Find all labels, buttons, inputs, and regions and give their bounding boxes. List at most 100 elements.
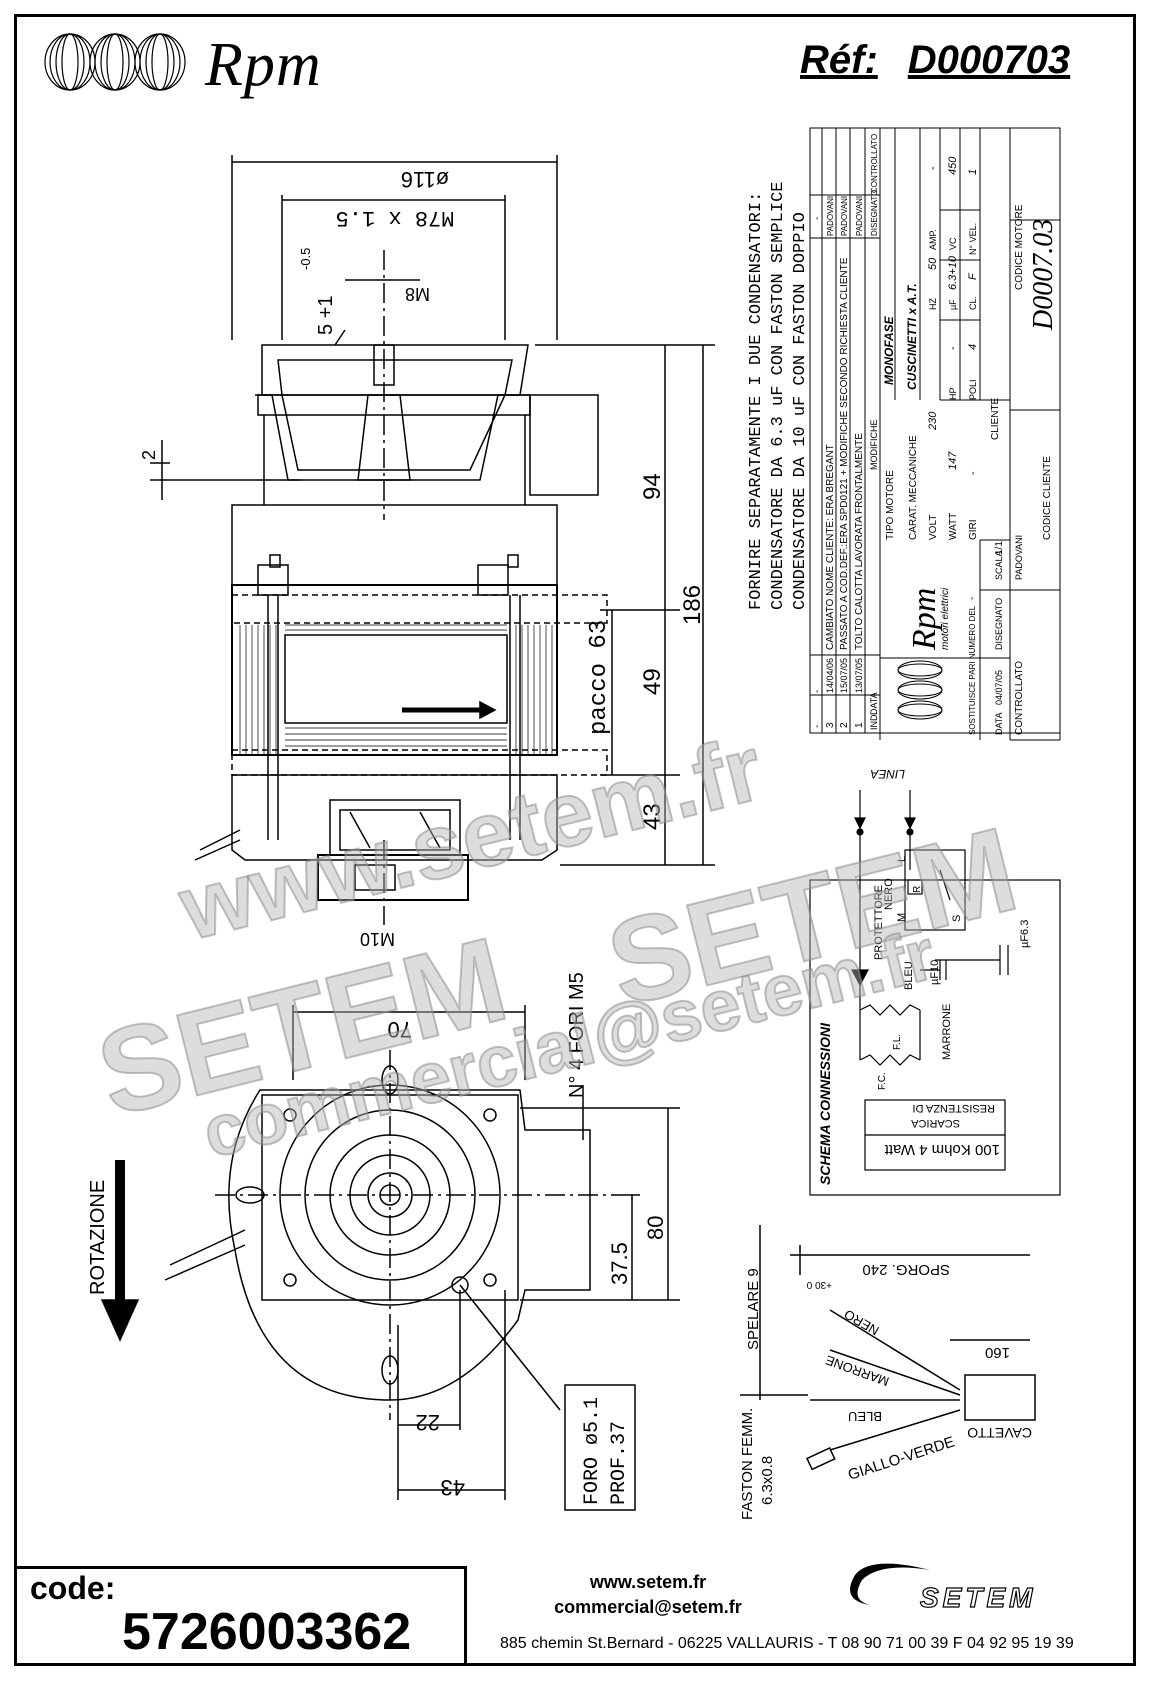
mod-ind: IND. bbox=[869, 712, 879, 730]
tb-scala: 1/1 bbox=[994, 541, 1005, 555]
mod-dash-2: - bbox=[812, 690, 823, 693]
dim-80: 80 bbox=[643, 1216, 668, 1240]
tb-tipo: MONOFASE bbox=[882, 315, 896, 385]
tb-codice-motore: D0007.03 bbox=[1028, 219, 1059, 331]
tb-codice-motore-label: CODICE MOTORE bbox=[1014, 204, 1025, 290]
website-link[interactable]: www.setem.fr bbox=[589, 1572, 707, 1592]
mod-row2-date: 15/07/05 bbox=[839, 658, 849, 693]
mod-data: DATA bbox=[869, 692, 879, 715]
rpm-logo-text: Rpm bbox=[205, 31, 322, 99]
rpm-small-logo-icon bbox=[897, 660, 943, 720]
reference: Réf: D000703 bbox=[800, 38, 1070, 83]
cable-spelare: SPELARE 9 bbox=[745, 1268, 762, 1350]
schema-bleu: BLEU bbox=[903, 961, 915, 990]
cable-160: 160 bbox=[985, 1344, 1010, 1361]
motor-front-view bbox=[100, 1005, 680, 1511]
tb-disegnato: PADOVANI bbox=[1014, 535, 1024, 580]
cable-giallo: GIALLO-VERDE bbox=[846, 1433, 957, 1483]
schema-m: M bbox=[896, 913, 908, 922]
schema-s: S bbox=[951, 915, 963, 922]
title-block bbox=[809, 127, 1061, 741]
ref-label: Réf: bbox=[800, 38, 878, 82]
dim-thread: M78 x 1.5 bbox=[336, 205, 455, 230]
note-line-3: CONDENSATORE DA 10 uF CON FASTON DOPPIO bbox=[791, 212, 810, 610]
tb-codice-cliente-label: CODICE CLIENTE bbox=[1042, 456, 1053, 540]
tb-uf-label: µF bbox=[948, 299, 958, 310]
tb-scala-label: SCALA bbox=[994, 550, 1004, 580]
mod-row3-desc: CAMBIATO NOME CLIENTE: ERA BREGANT bbox=[825, 444, 836, 650]
tb-sostituisce-label: SOSTITUISCE PARI NUMERO DEL bbox=[968, 605, 977, 735]
tb-data-label: DATA bbox=[994, 712, 1004, 735]
mod-row3-n: 3 bbox=[825, 722, 836, 728]
cable-marrone: MARRONE bbox=[823, 1352, 891, 1389]
cable-cavetto: CAVETTO bbox=[967, 1425, 1032, 1441]
prof-label: PROF.37 bbox=[608, 1421, 631, 1505]
cable-nero: NERO bbox=[841, 1307, 881, 1339]
dim-22: 22 bbox=[416, 1410, 440, 1435]
tb-amp: - bbox=[927, 166, 939, 170]
mod-row3-by: PADOVANI bbox=[826, 196, 835, 236]
mod-row1-n: 1 bbox=[854, 722, 865, 728]
dim-tol-a: -0.5 bbox=[298, 248, 313, 270]
setem-logo-text: SETEM bbox=[919, 1581, 1037, 1613]
schema-title: SCHEMA CONNESSIONI bbox=[817, 1022, 833, 1185]
dim-186: 186 bbox=[679, 585, 706, 625]
code-number: 5726003362 bbox=[122, 1603, 412, 1661]
setem-swoosh-icon bbox=[850, 1563, 930, 1605]
tb-watt: 147 bbox=[947, 451, 959, 470]
schema-fc: F.C. bbox=[877, 1072, 888, 1090]
dim-m10: M10 bbox=[360, 929, 395, 949]
schema-uf63: µF6.3 bbox=[1019, 920, 1031, 948]
cable-sporg: SPORG. 240 bbox=[862, 1261, 950, 1278]
schema-fl: F.L. bbox=[892, 1034, 903, 1050]
tb-volt-label: VOLT bbox=[928, 515, 939, 540]
tb-cl: F bbox=[967, 272, 979, 280]
tb-cliente-label: CLIENTE bbox=[990, 397, 1001, 440]
schema-uf10: µF10 bbox=[929, 960, 941, 985]
dim-fori: N° 4 FORI M5 bbox=[566, 972, 588, 1098]
cable-faston-1: FASTON FEMM. bbox=[739, 1408, 756, 1520]
mod-row2-desc: PASSATO A COD.DEF.:ERA SPD0121 + MODIFIC… bbox=[839, 257, 850, 650]
tb-carat: CUSCINETTI x A.T. bbox=[905, 283, 919, 390]
tb-vel-label: N° VEL. bbox=[968, 223, 978, 255]
email-link[interactable]: commercial@setem.fr bbox=[554, 1597, 742, 1617]
note-line-1: FORNIRE SEPARATAMENTE I DUE CONDENSATORI… bbox=[747, 192, 766, 610]
mod-row1-desc: TOLTO CALOTTA LAVORATA FRONTALMENTE bbox=[854, 433, 865, 650]
dim-d116: ø116 bbox=[401, 167, 450, 192]
dim-94: 94 bbox=[639, 473, 666, 500]
code-label: code: bbox=[30, 1570, 116, 1606]
note-line-2: CONDENSATORE DA 6.3 uF CON FASTON SEMPLI… bbox=[769, 182, 788, 610]
tb-giri: - bbox=[967, 471, 979, 475]
cable-sporg-tol: +30 0 bbox=[806, 1279, 832, 1290]
dim-37: 37.5 bbox=[607, 1242, 632, 1285]
drawing-frame bbox=[14, 14, 1136, 1666]
tb-hp-label: HP bbox=[948, 387, 958, 400]
schema-res-2: SCARICA bbox=[910, 1117, 960, 1129]
foro-label: FORO ø5.1 bbox=[581, 1397, 604, 1505]
tb-tipo-label: TIPO MOTORE bbox=[885, 470, 896, 540]
tb-vc-label: VC bbox=[948, 237, 958, 250]
rpm-logo-icon bbox=[44, 33, 186, 91]
wiring-schema bbox=[809, 790, 1061, 1196]
tb-company-sub: motori elettrici bbox=[940, 587, 951, 650]
tb-vel: 1 bbox=[967, 169, 979, 175]
mod-row2-n: 2 bbox=[839, 722, 850, 728]
tb-watt-label: WATT bbox=[948, 513, 959, 540]
code-box bbox=[17, 1566, 467, 1663]
mod-disegnato: DISEGNATO bbox=[870, 190, 879, 236]
ref-value: D000703 bbox=[907, 38, 1071, 82]
tb-hz: 50 bbox=[927, 257, 939, 270]
mod-row3-date: 14/04/06 bbox=[825, 658, 835, 693]
motor-side-view bbox=[150, 155, 715, 925]
schema-nero: NERO bbox=[883, 878, 895, 910]
schema-l: L bbox=[896, 856, 908, 862]
rotazione-label: ROTAZIONE bbox=[87, 1180, 109, 1295]
dim-two: 2 bbox=[139, 450, 159, 460]
tb-volt: 230 bbox=[927, 411, 939, 431]
tb-giri-label: GIRI bbox=[968, 519, 979, 540]
tb-company: Rpm bbox=[906, 588, 943, 651]
schema-protettore: PROTETTORE bbox=[873, 885, 885, 960]
mod-controllato: CONTROLLATO bbox=[870, 134, 879, 193]
dim-49: 49 bbox=[639, 668, 666, 695]
